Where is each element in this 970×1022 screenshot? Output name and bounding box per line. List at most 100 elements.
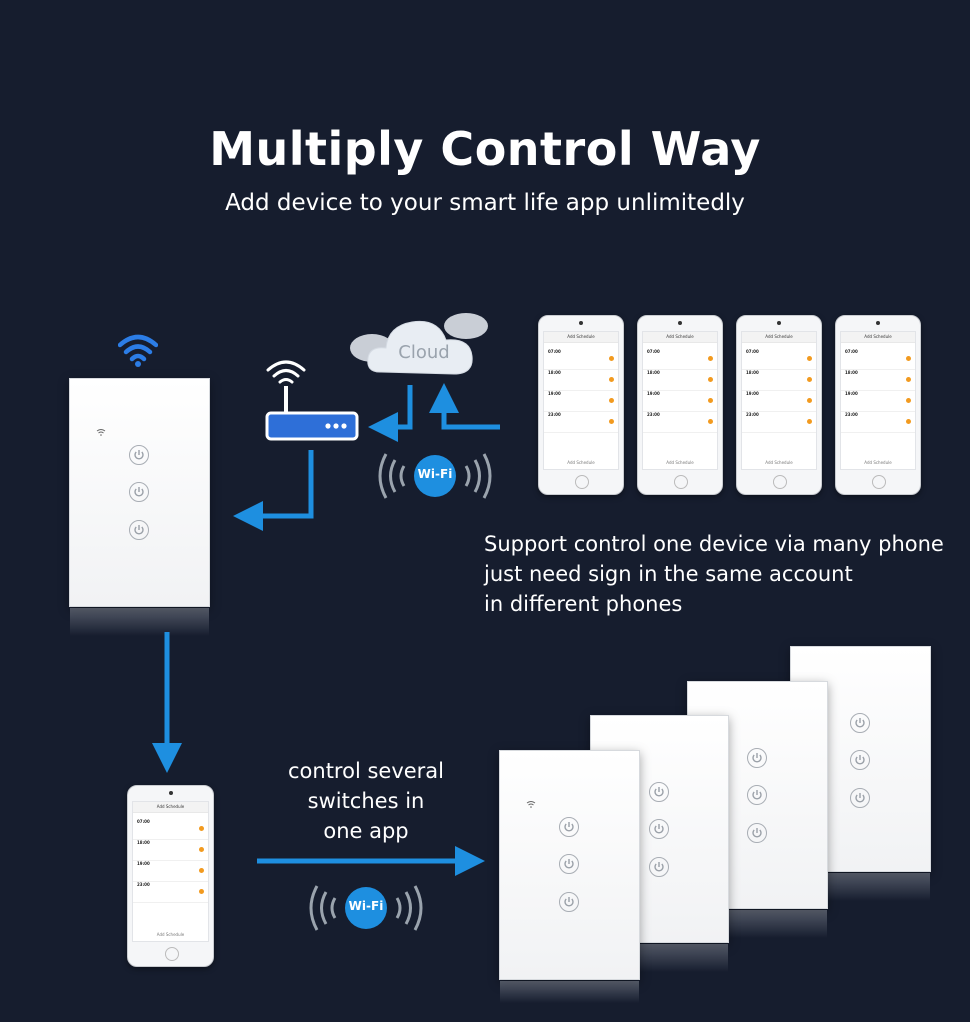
wifi-badge-label: Wi-Fi xyxy=(348,899,384,913)
several-switches-caption: control several switches in one app xyxy=(256,756,476,846)
toggle-icon[interactable] xyxy=(199,889,204,894)
wifi-indicator-icon xyxy=(96,429,106,436)
home-button-icon xyxy=(164,947,179,961)
phone-row-time: 23:00 xyxy=(647,412,660,417)
toggle-icon[interactable] xyxy=(708,419,713,424)
phone-1: Add Schedule 07:00 18:00 19:00 23:00 Add… xyxy=(538,315,624,495)
wall-switch-main xyxy=(69,378,210,636)
phone-screen-title: Add Schedule xyxy=(841,332,915,343)
home-button-icon xyxy=(575,475,589,489)
cloud-label: Cloud xyxy=(398,342,450,363)
toggle-icon[interactable] xyxy=(708,398,713,403)
toggle-icon[interactable] xyxy=(708,356,713,361)
toggle-icon[interactable] xyxy=(199,868,204,873)
router-icon xyxy=(265,360,359,441)
switch-button-2[interactable] xyxy=(850,750,870,770)
switch-button-1[interactable] xyxy=(559,817,579,837)
toggle-icon[interactable] xyxy=(199,847,204,852)
description-line: Support control one device via many phon… xyxy=(484,532,944,556)
phone-footer[interactable]: Add Schedule xyxy=(864,460,892,465)
phone-row-time: 18:00 xyxy=(137,840,150,845)
toggle-icon[interactable] xyxy=(906,398,911,403)
phone-row-time: 18:00 xyxy=(647,370,660,375)
switch-button-3[interactable] xyxy=(850,788,870,808)
phone-row-time: 07:00 xyxy=(845,349,858,354)
phone-row-time: 07:00 xyxy=(137,819,150,824)
page-subtitle: Add device to your smart life app unlimi… xyxy=(225,190,745,216)
phone-row-time: 19:00 xyxy=(548,391,561,396)
arrow-cloud-to-router xyxy=(368,385,413,442)
caption-line: one app xyxy=(323,819,409,843)
switch-button-1[interactable] xyxy=(129,445,149,465)
phone-row-time: 07:00 xyxy=(548,349,561,354)
toggle-icon[interactable] xyxy=(906,377,911,382)
multi-phone-description: Support control one device via many phon… xyxy=(484,529,944,619)
toggle-icon[interactable] xyxy=(807,377,812,382)
phone-2: Add Schedule 07:00 18:00 19:00 23:00 Add… xyxy=(637,315,723,495)
switch-button-1[interactable] xyxy=(850,713,870,733)
switch-button-3[interactable] xyxy=(559,892,579,912)
toggle-icon[interactable] xyxy=(807,356,812,361)
phone-screen-title: Add Schedule xyxy=(643,332,717,343)
phone-footer[interactable]: Add Schedule xyxy=(765,460,793,465)
phone-screen-title: Add Schedule xyxy=(544,332,618,343)
wall-switch-1 xyxy=(499,750,640,1003)
wifi-signal-icon xyxy=(118,334,158,367)
arrow-phones-to-cloud xyxy=(429,383,500,430)
phone-row-time: 07:00 xyxy=(647,349,660,354)
caption-line: switches in xyxy=(307,789,425,813)
description-line: just need sign in the same account xyxy=(484,562,853,586)
switch-button-2[interactable] xyxy=(747,785,767,805)
switch-button-2[interactable] xyxy=(559,854,579,874)
phone-row-time: 19:00 xyxy=(137,861,150,866)
switch-button-1[interactable] xyxy=(747,748,767,768)
switch-button-1[interactable] xyxy=(649,782,669,802)
phone-row-time: 23:00 xyxy=(746,412,759,417)
phone-row-time: 23:00 xyxy=(845,412,858,417)
toggle-icon[interactable] xyxy=(906,356,911,361)
home-button-icon xyxy=(773,475,787,489)
phone-footer[interactable]: Add Schedule xyxy=(156,932,185,937)
cloud-icon xyxy=(350,313,488,375)
toggle-icon[interactable] xyxy=(906,419,911,424)
switch-button-2[interactable] xyxy=(649,819,669,839)
phone-row-time: 23:00 xyxy=(548,412,561,417)
toggle-icon[interactable] xyxy=(708,377,713,382)
phone-footer[interactable]: Add Schedule xyxy=(666,460,694,465)
phone-screen-title: Add Schedule xyxy=(742,332,816,343)
description-line: in different phones xyxy=(484,592,683,616)
phone-bottom: Add Schedule 07:00 18:00 19:00 23:00 Add… xyxy=(127,785,214,967)
home-button-icon xyxy=(674,475,688,489)
phone-row-time: 23:00 xyxy=(137,882,150,887)
phone-4: Add Schedule 07:00 18:00 19:00 23:00 Add… xyxy=(835,315,921,495)
phone-row-time: 19:00 xyxy=(845,391,858,396)
phone-3: Add Schedule 07:00 18:00 19:00 23:00 Add… xyxy=(736,315,822,495)
toggle-icon[interactable] xyxy=(807,419,812,424)
switch-button-3[interactable] xyxy=(747,823,767,843)
phone-footer[interactable]: Add Schedule xyxy=(567,460,595,465)
toggle-icon[interactable] xyxy=(609,377,614,382)
toggle-icon[interactable] xyxy=(609,356,614,361)
phone-row-time: 19:00 xyxy=(647,391,660,396)
switch-button-3[interactable] xyxy=(649,857,669,877)
phone-row-time: 18:00 xyxy=(746,370,759,375)
phone-row-time: 07:00 xyxy=(746,349,759,354)
caption-line: control several xyxy=(287,759,444,783)
wifi-badge-label: Wi-Fi xyxy=(417,467,453,481)
phone-row-time: 18:00 xyxy=(548,370,561,375)
phone-screen-title: Add Schedule xyxy=(133,802,208,813)
toggle-icon[interactable] xyxy=(807,398,812,403)
wifi-badge-icon xyxy=(378,453,492,499)
wifi-badge-icon xyxy=(309,885,423,931)
phone-row-time: 18:00 xyxy=(845,370,858,375)
arrow-router-to-switch xyxy=(233,450,314,531)
wifi-indicator-icon xyxy=(526,801,536,808)
toggle-icon[interactable] xyxy=(199,826,204,831)
toggle-icon[interactable] xyxy=(609,419,614,424)
phone-row-time: 19:00 xyxy=(746,391,759,396)
home-button-icon xyxy=(872,475,886,489)
switch-button-2[interactable] xyxy=(129,482,149,502)
switch-button-3[interactable] xyxy=(129,520,149,540)
toggle-icon[interactable] xyxy=(609,398,614,403)
page-title: Multiply Control Way xyxy=(209,122,761,176)
